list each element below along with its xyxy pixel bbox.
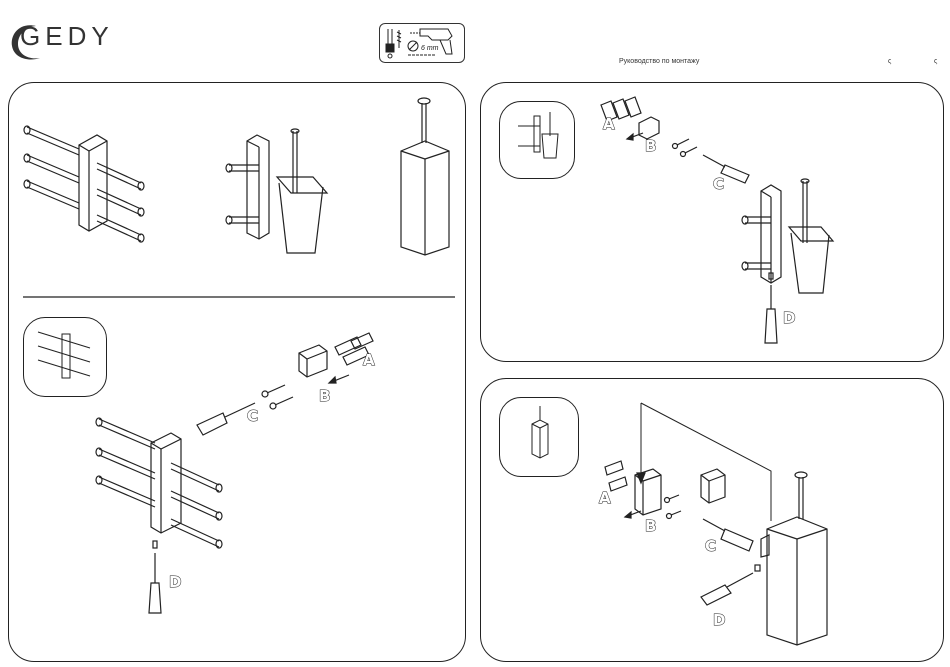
bracket-icon — [639, 117, 659, 139]
label-B: B — [645, 517, 656, 535]
brand-name: GEDY — [20, 21, 114, 52]
label-C: C — [705, 537, 716, 555]
brush-holder-drawing — [742, 179, 833, 293]
page-mark-1: ς — [888, 58, 891, 65]
tools-required-box: 6 mm — [379, 23, 465, 63]
bracket-icon — [701, 469, 725, 503]
label-D: D — [783, 309, 795, 327]
screw-icon — [397, 30, 401, 48]
screwdriver-icon — [721, 165, 749, 183]
label-C: C — [713, 175, 724, 193]
label-B: B — [645, 137, 656, 155]
label-D: D — [713, 611, 725, 629]
label-A: A — [603, 115, 615, 133]
label-A: A — [363, 351, 375, 369]
screwdriver-icon — [701, 585, 731, 605]
thumbnail-freestanding — [499, 397, 579, 477]
manual-title: Руководство по монтажу — [619, 58, 699, 65]
panel-freestanding-install: A B C D — [480, 378, 944, 662]
page-mark-2: ς — [934, 58, 937, 65]
screw-icon — [673, 139, 698, 157]
screwdriver-icon — [721, 529, 753, 551]
label-B: B — [319, 387, 330, 405]
brush-holder-drawing — [226, 129, 327, 253]
screwdriver-icon — [149, 583, 161, 613]
towel-rail-drawing — [24, 126, 144, 242]
screwdriver-icon — [386, 29, 394, 58]
anchor-icon — [605, 461, 627, 491]
bracket-icon — [299, 345, 327, 377]
screwdriver-icon — [765, 309, 777, 343]
screw-icon — [153, 541, 157, 548]
panel-wall-brush-install: A B C D — [480, 82, 944, 362]
panel-products-overview: A B C D — [8, 82, 466, 662]
screw-icon — [755, 565, 760, 571]
drill-size-text: 6 mm — [421, 45, 439, 52]
thumbnail-brush-holder — [499, 101, 575, 179]
rail-install-drawing — [96, 333, 373, 613]
thumbnail-rail — [23, 317, 107, 397]
label-A: A — [599, 489, 611, 507]
freestanding-holder-drawing — [401, 98, 449, 255]
label-C: C — [247, 407, 258, 425]
screwdriver-icon — [197, 413, 227, 435]
screw-icon — [665, 495, 682, 519]
screw-icon — [262, 385, 293, 409]
label-D: D — [169, 573, 181, 591]
